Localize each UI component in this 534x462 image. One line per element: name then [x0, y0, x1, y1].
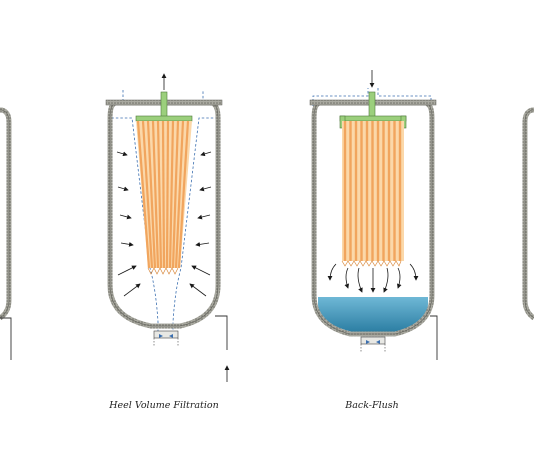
caption-heel-volume-filtration: Heel Volume Filtration [108, 400, 219, 411]
caption-back-flush: Back-Flush [344, 400, 399, 411]
arrow-icon [327, 70, 419, 293]
filter-elements [341, 121, 404, 267]
vessel-heel-volume-filtration: Heel Volume Filtration [105, 73, 230, 411]
liquid-heel [318, 297, 428, 332]
vessel-right-partial [522, 107, 534, 321]
valve-icon [360, 336, 386, 352]
vessel-back-flush: Back-Flush [309, 70, 438, 411]
arrow-icon [116, 73, 230, 382]
filter-elements [136, 120, 192, 275]
filter-manifold [135, 91, 193, 122]
valve-icon [153, 330, 179, 346]
vessel-left-partial [0, 107, 12, 360]
